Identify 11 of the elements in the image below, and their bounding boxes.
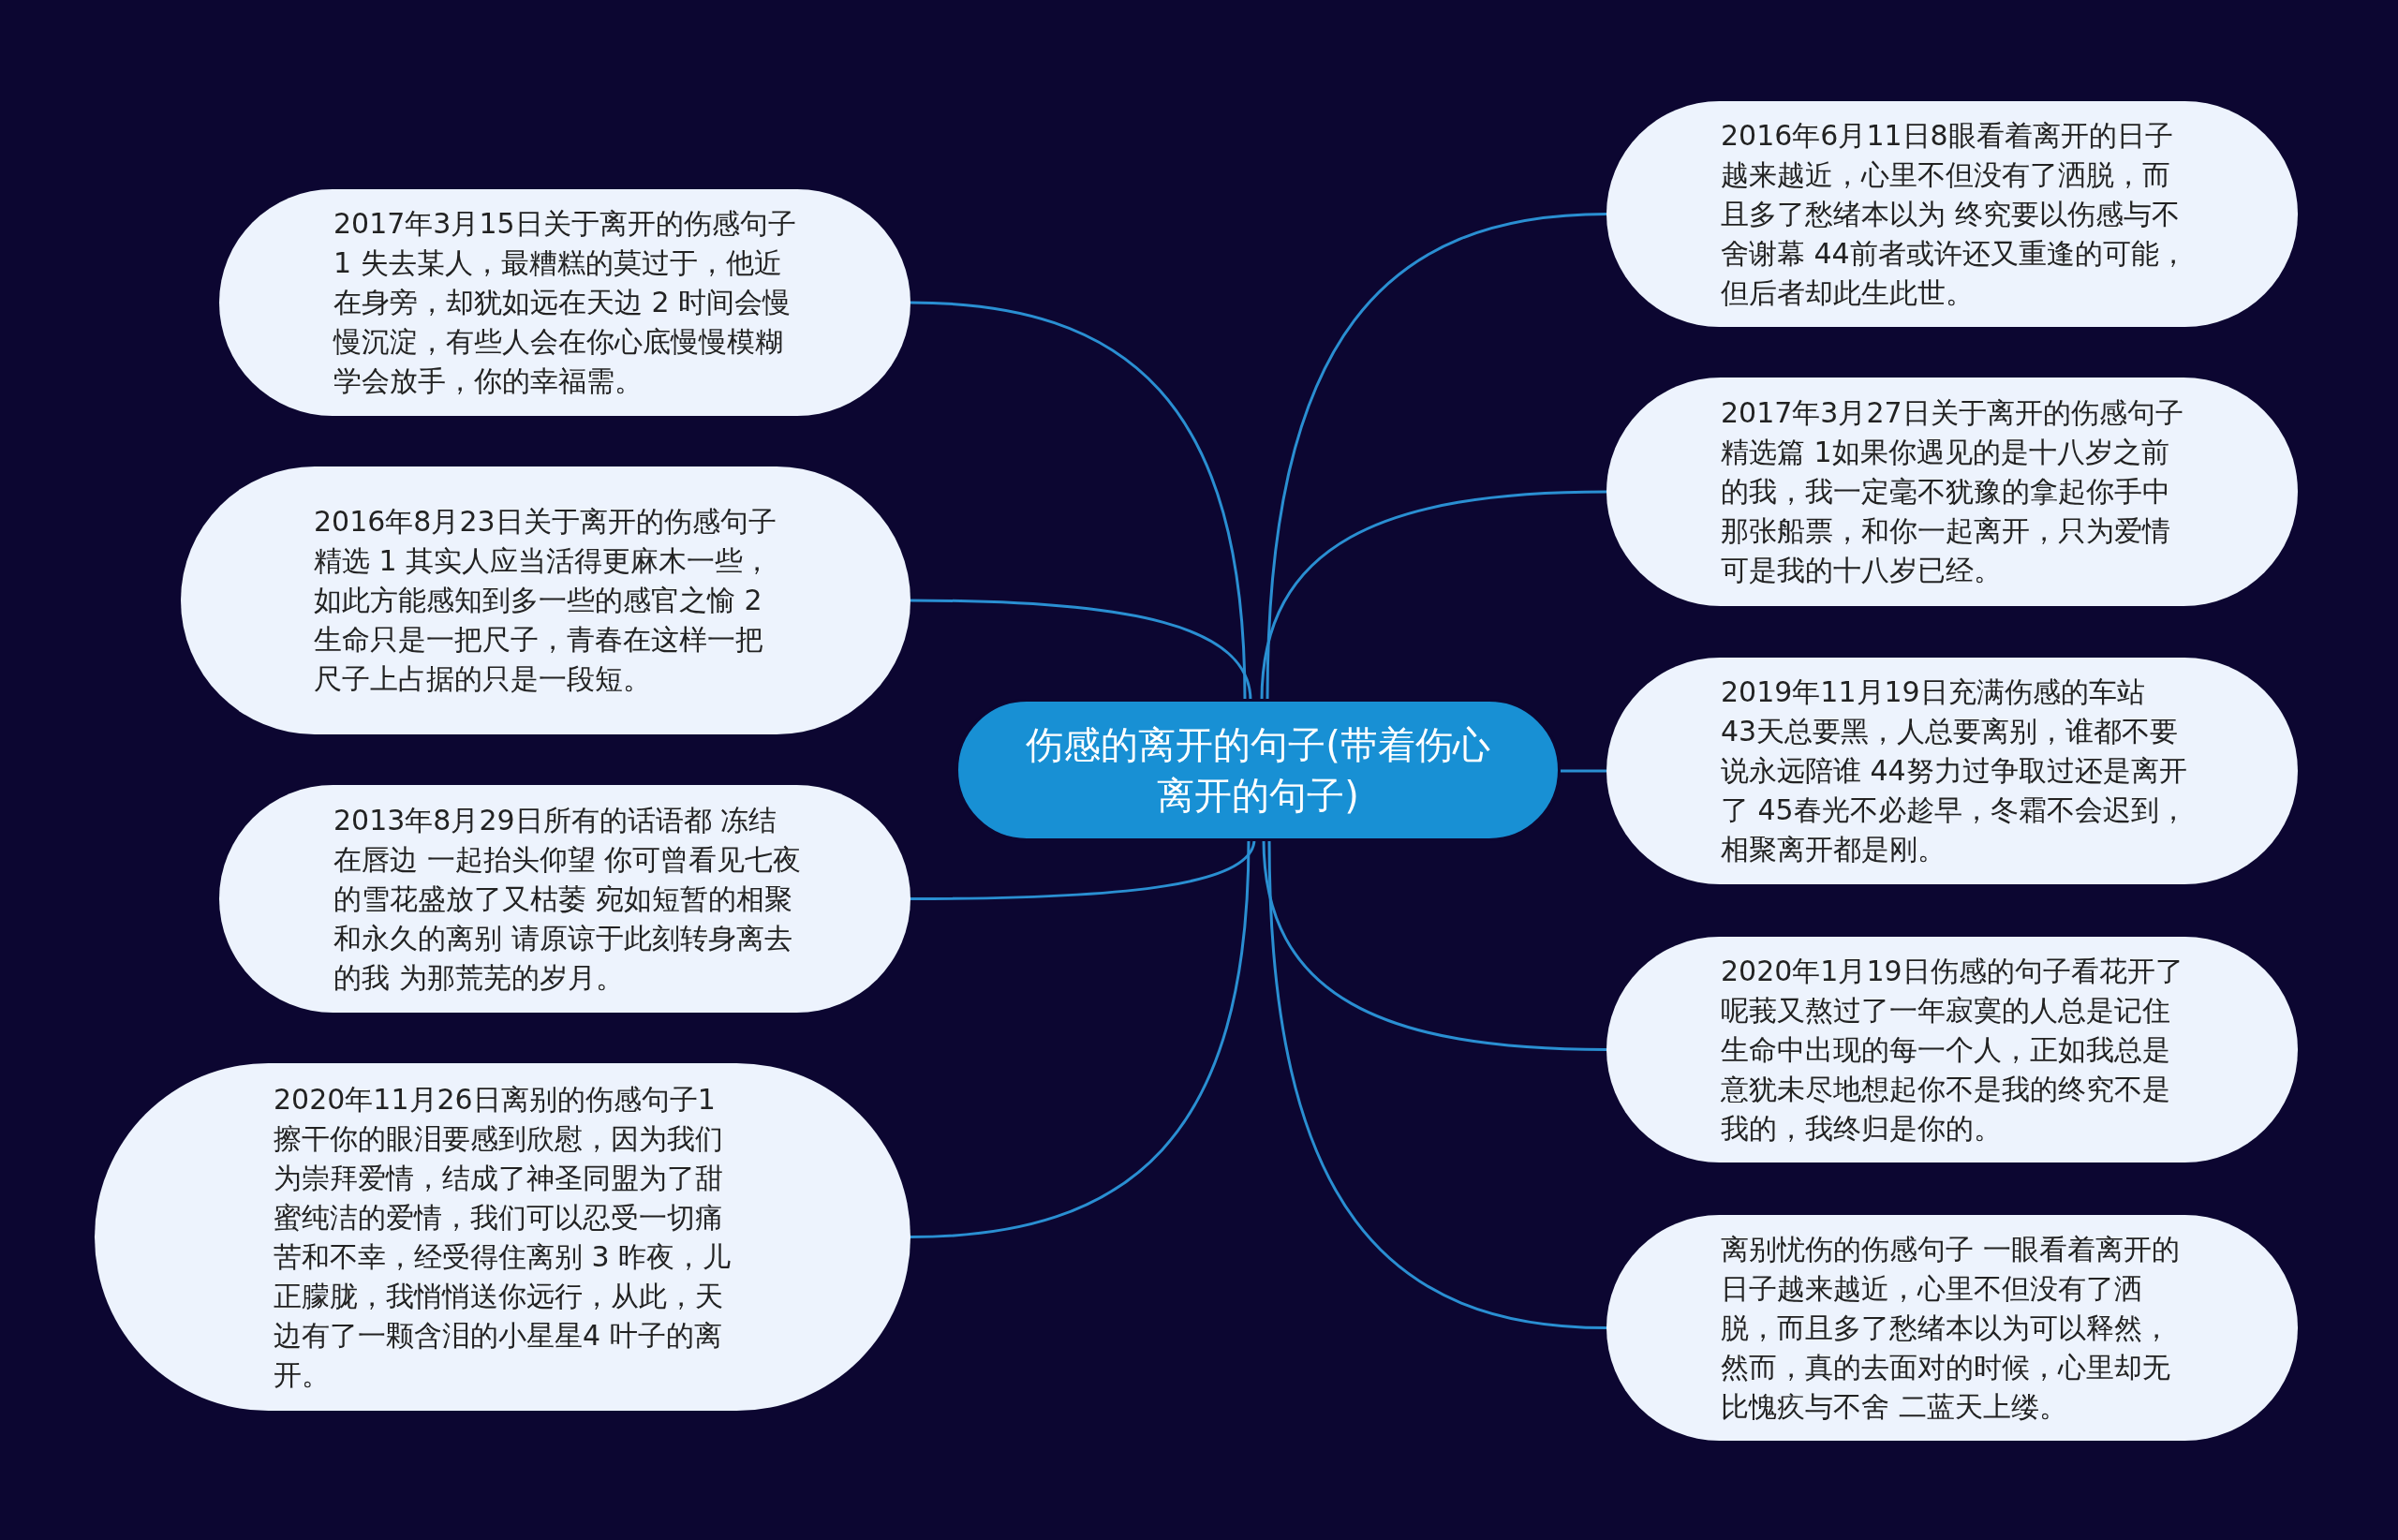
text-box: 2019年11月19日充满伤感的车站 43天总要黑，人总要离别，谁都不要说永远陪谁 44努力过争取过还是离开了 45春光不必趁早，冬霜不会迟到，相聚离开都是刚。 (1606, 658, 2298, 884)
text-box: 2016年8月23日关于离开的伤感句子精选 1 其实人应当活得更麻木一些，如此方能感知到多一些的感官之愉 2 生命只是一把尺子，青春在这样一把尺子上占据的只是一段短。 (181, 466, 910, 734)
text-box: 离别忧伤的伤感句子 一眼看着离开的日子越来越近，心里不但没有了洒脱，而且多了愁绪本以为可以释然，然而，真的去面对的时候，心里却无比愧疚与不舍 二蓝天上缕。 (1606, 1215, 2298, 1441)
text-box: 2016年6月11日8眼看着离开的日子越来越近，心里不但没有了洒脱，而且多了愁绪本以为 终究要以伤感与不舍谢幕 44前者或许还又重逢的可能，但后者却此生此世。 (1606, 101, 2298, 327)
text-box: 2017年3月15日关于离开的伤感句子 1 失去某人，最糟糕的莫过于，他近在身旁，却犹如远在天边 2 时间会慢慢沉淀，有些人会在你心底慢慢模糊学会放手，你的幸福需。 (219, 189, 910, 416)
connector-line (1561, 769, 1606, 773)
topic-box: 伤感的离开的句子(带着伤心离开的句子) (955, 699, 1561, 841)
text-box: 2020年1月19日伤感的句子看花开了呢莪又熬过了一年寂寞的人总是记住生命中出现的每一个人，正如我总是意犹未尽地想起你不是我的终究不是我的，我终归是你的。 (1606, 937, 2298, 1162)
text-box: 2017年3月27日关于离开的伤感句子精选篇 1如果你遇见的是十八岁之前的我，我一定毫不犹豫的拿起你手中那张船票，和你一起离开，只为爱情可是我的十八岁已经。 (1606, 378, 2298, 606)
text-box: 2020年11月26日离别的伤感句子1 擦干你的眼泪要感到欣慰，因为我们为崇拜爱情，结成了神圣同盟为了甜蜜纯洁的爱情，我们可以忍受一切痛苦和不幸，经受得住离别 3 昨夜，儿正朦胧，我悄悄送你远行，从此，天边有了一颗含泪的小星星4 叶子的离开。 (95, 1063, 910, 1411)
text-box: 2013年8月29日所有的话语都 冻结在唇边 一起抬头仰望 你可曾看见七夜的雪花盛放了又枯萎 宛如短暂的相聚和永久的离别 请原谅于此刻转身离去的我 为那荒芜的岁月。 (219, 785, 910, 1013)
